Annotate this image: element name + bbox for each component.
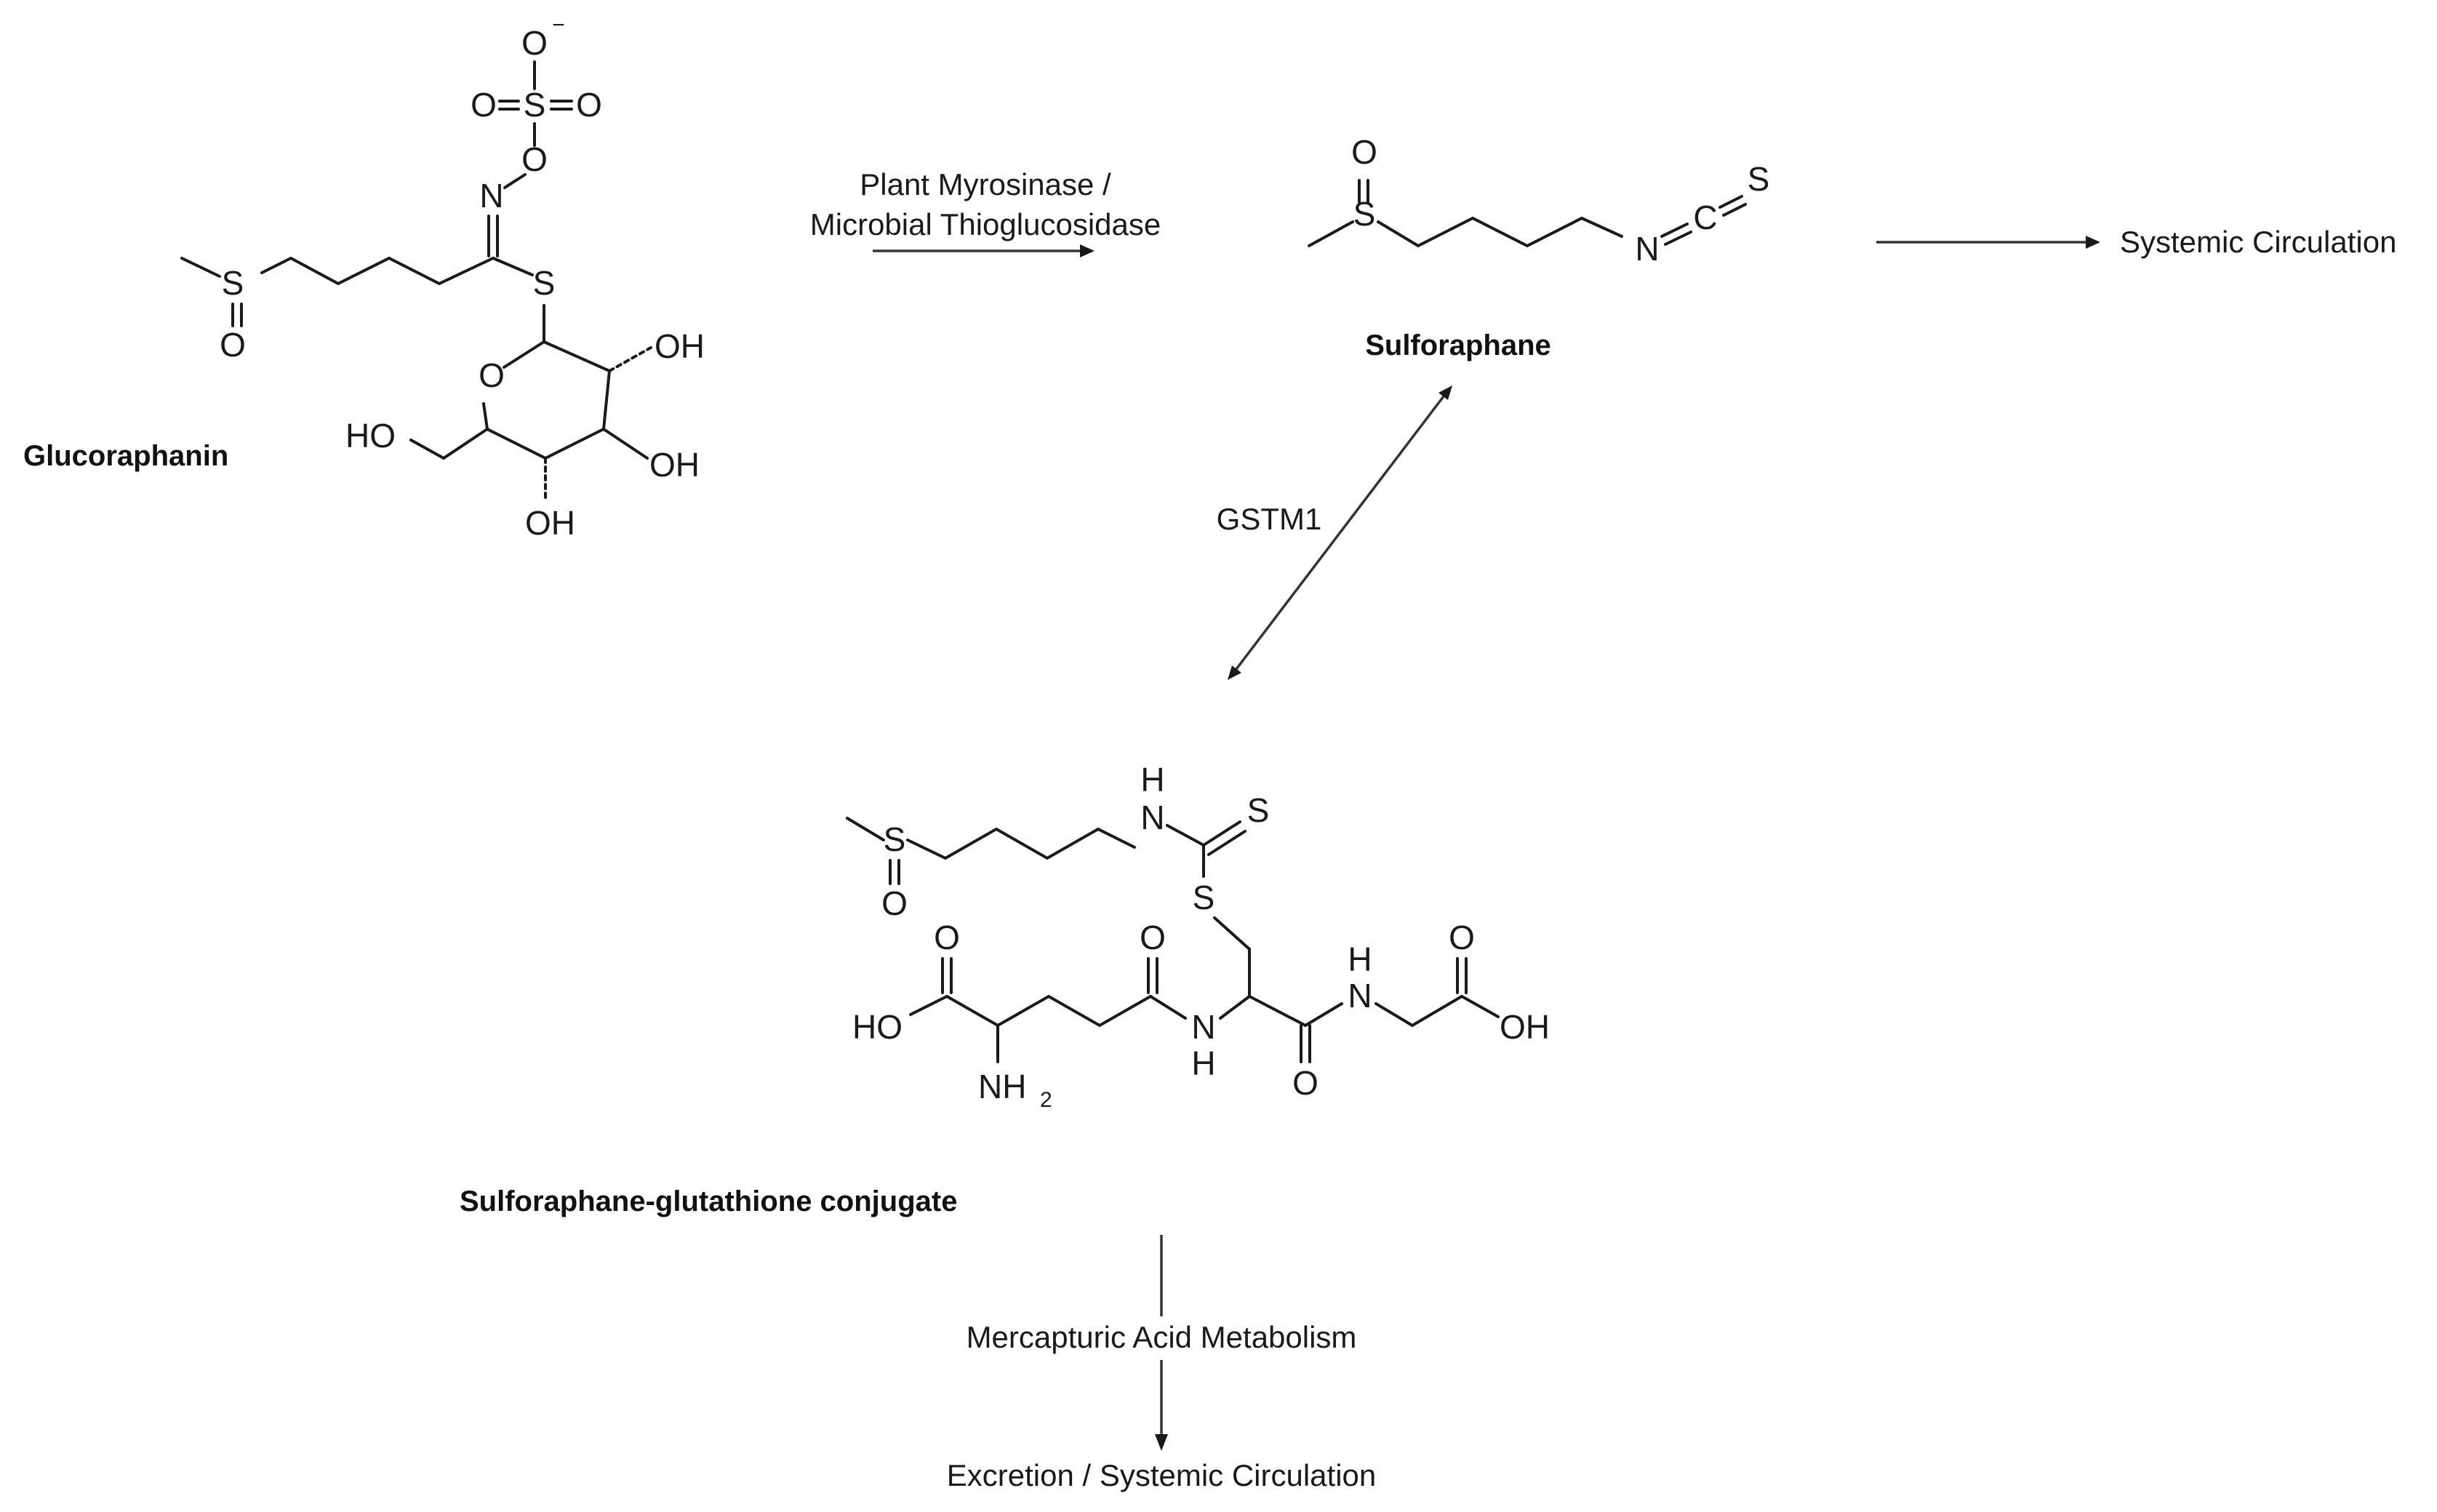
sulfonate-s: S	[524, 86, 546, 124]
sulfoxide-s: S	[222, 264, 244, 302]
enzyme-label-line2: Microbial Thioglucosidase	[810, 207, 1161, 241]
conj-sulfoxide-s: S	[884, 820, 906, 858]
enzyme-label-line1: Plant Myrosinase /	[860, 167, 1111, 201]
sfn-sulfoxide-s: S	[1353, 195, 1376, 233]
oh-c2: OH	[655, 327, 705, 365]
sulfonate-o-right: O	[576, 86, 602, 124]
oxime-n: N	[479, 177, 503, 215]
oh-c4: OH	[525, 504, 575, 542]
arrow-to-systemic	[1876, 236, 2100, 249]
sulforaphane-label: Sulforaphane	[1365, 329, 1551, 361]
conj-glu-acid-o: O	[934, 919, 960, 956]
ring-o: O	[479, 356, 505, 394]
glucoraphanin-label: Glucoraphanin	[23, 440, 228, 472]
gstm1-arrow	[1228, 385, 1452, 680]
conj-glu-amide-o: O	[1140, 919, 1166, 956]
conj-thiourea-h: H	[1140, 761, 1164, 799]
systemic-circulation-label: Systemic Circulation	[2120, 225, 2396, 259]
conj-thiourea-n: N	[1140, 799, 1164, 836]
sulfonate-o-left: O	[471, 86, 497, 124]
conj-thioether-s: S	[1193, 879, 1215, 916]
conj-amine-subscript: 2	[1040, 1088, 1052, 1112]
conj-glu-acid-ho: HO	[852, 1008, 903, 1046]
ho-c6: HO	[345, 417, 396, 455]
conj-gly-acid-o: O	[1449, 919, 1475, 956]
arrow-to-sulforaphane	[873, 244, 1095, 257]
thioglucoside-s: S	[533, 264, 556, 302]
conjugate-label: Sulforaphane-glutathione conjugate	[460, 1185, 957, 1217]
conj-amine: NH	[978, 1068, 1026, 1105]
sulfonate-charge: −	[552, 13, 565, 37]
gstm1-label: GSTM1	[1217, 502, 1322, 536]
conjugate-structure: S O H N S S O HO NH 2 O N H	[846, 761, 1550, 1112]
sulfonate-o-top: O	[521, 24, 548, 62]
conj-gly-n: N	[1348, 977, 1372, 1015]
sulfoxide-o: O	[220, 326, 246, 364]
conj-gly-acid-oh: OH	[1500, 1008, 1550, 1046]
conj-cys-amide-o: O	[1292, 1064, 1318, 1102]
sulforaphane-structure: S O N C S	[1308, 133, 1770, 268]
mercapturic-label: Mercapturic Acid Metabolism	[967, 1320, 1357, 1354]
conj-thione-s: S	[1247, 791, 1270, 829]
excretion-label: Excretion / Systemic Circulation	[947, 1458, 1377, 1492]
oh-c3: OH	[649, 446, 700, 484]
sfn-sulfoxide-o: O	[1351, 133, 1377, 171]
arrow-to-excretion	[1155, 1235, 1168, 1451]
sfn-c: C	[1693, 199, 1717, 236]
sfn-n: N	[1635, 230, 1659, 268]
sfn-s: S	[1748, 160, 1770, 198]
conj-cys-n: N	[1191, 1008, 1215, 1046]
conj-sulfoxide-o: O	[881, 884, 908, 922]
glucoraphanin-structure: O − O S O O N S S O O OH OH	[180, 13, 705, 542]
conj-cys-h: H	[1191, 1044, 1215, 1082]
conj-gly-h: H	[1348, 940, 1372, 978]
